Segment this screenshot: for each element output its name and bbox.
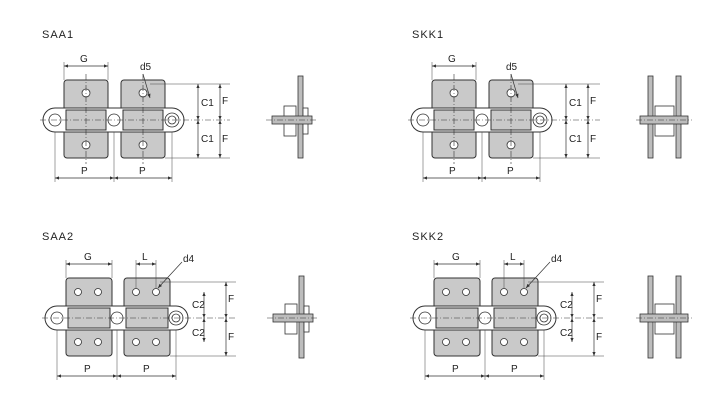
chain-front-view: [42, 277, 236, 357]
dimension-label: C1: [569, 98, 582, 109]
dimension-label: P: [143, 364, 150, 375]
dimension-label: C2: [560, 328, 573, 339]
dimension-label: F: [596, 294, 602, 305]
dimension-label: F: [590, 96, 596, 107]
hole-label: d5: [140, 62, 152, 73]
chain-side-view: [636, 75, 692, 159]
mount-hole: [94, 288, 102, 296]
dimension-label: F: [596, 332, 602, 343]
dimension-label: F: [222, 134, 228, 145]
hole-label: d5: [506, 62, 518, 73]
dimension-label: P: [449, 166, 456, 177]
dimension-label: P: [452, 364, 459, 375]
chain-side-view: [267, 275, 319, 359]
mount-hole: [442, 338, 450, 346]
mount-hole: [520, 288, 528, 296]
dimension-label: G: [80, 54, 88, 65]
mount-hole: [74, 338, 82, 346]
variant-skk2: SKK2 G L d4: [410, 231, 692, 380]
mount-hole: [152, 338, 160, 346]
dimension-label: F: [590, 134, 596, 145]
mount-hole: [442, 288, 450, 296]
dimension-label: L: [510, 252, 516, 263]
mount-hole: [462, 338, 470, 346]
mount-hole: [74, 288, 82, 296]
dimension-label: P: [511, 364, 518, 375]
chain-front-view: [408, 74, 600, 164]
chain-front-view: [410, 277, 604, 357]
variant-title: SKK1: [412, 29, 444, 41]
variant-title: SAA1: [42, 29, 74, 41]
mount-hole: [152, 288, 160, 296]
variant-saa2: SAA2 G L d4: [42, 231, 319, 380]
chain-front-view: [40, 74, 230, 164]
dimension-label: P: [84, 364, 91, 375]
mount-hole: [462, 288, 470, 296]
dimension-label: C2: [560, 300, 573, 311]
dimension-label: F: [228, 294, 234, 305]
dimension-label: C2: [192, 300, 205, 311]
mount-hole: [94, 338, 102, 346]
chain-side-view: [266, 75, 318, 159]
mount-hole: [132, 338, 140, 346]
dimension-label: P: [507, 166, 514, 177]
mount-hole: [500, 288, 508, 296]
dimension-label: C2: [192, 328, 205, 339]
dimension-label: G: [84, 252, 92, 263]
variant-skk1: SKK1 G d5 P P: [408, 29, 692, 182]
hole-label: d4: [551, 254, 563, 265]
dimension-label: P: [139, 166, 146, 177]
variant-saa1: SAA1 G d5: [40, 29, 318, 182]
mount-hole: [500, 338, 508, 346]
dimension-label: C1: [569, 134, 582, 145]
dimension-label: L: [142, 252, 148, 263]
mount-hole: [520, 338, 528, 346]
dimension-label: F: [222, 96, 228, 107]
dimension-label: G: [452, 252, 460, 263]
variant-title: SKK2: [412, 231, 444, 243]
dimension-label: C1: [201, 98, 214, 109]
variant-title: SAA2: [42, 231, 74, 243]
mount-hole: [132, 288, 140, 296]
hole-label: d4: [183, 254, 195, 265]
dimension-label: P: [81, 166, 88, 177]
chain-side-view: [636, 275, 692, 359]
dimension-label: C1: [201, 134, 214, 145]
dimension-label: G: [448, 54, 456, 65]
dimension-label: F: [228, 332, 234, 343]
